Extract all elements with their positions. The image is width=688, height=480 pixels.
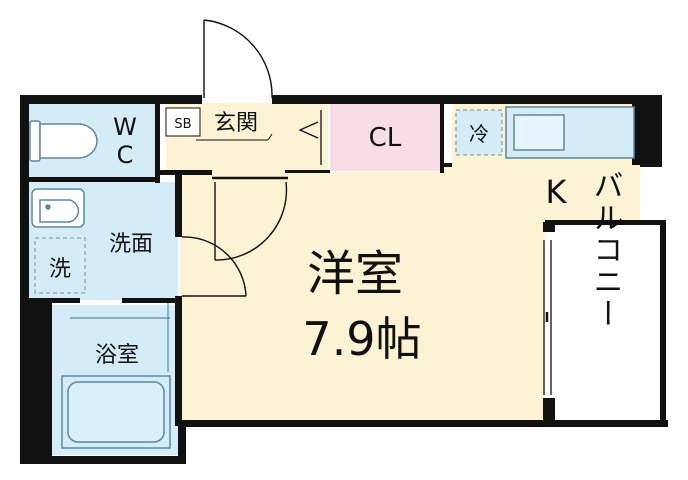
wc-label-c: C: [117, 141, 134, 169]
washroom-door: [181, 236, 247, 297]
closet-door: [298, 110, 322, 165]
balcony-sliding-door: [543, 240, 552, 395]
western-room-name: 洋室: [307, 246, 403, 302]
fridge-label: 冷: [469, 122, 489, 146]
shoe-box-label: SB: [174, 117, 191, 132]
wc-label-w: W: [113, 113, 137, 141]
bath-door: [70, 303, 170, 372]
kitchen-counter: [505, 106, 635, 159]
washer-space: [34, 237, 86, 294]
closet-floor: [330, 103, 442, 171]
closet-label: CL: [369, 123, 402, 153]
fridge-space: [455, 109, 503, 156]
bathtub: [61, 375, 171, 449]
shoe-box: [165, 107, 201, 137]
western-room-floor: [180, 163, 640, 420]
balcony-floor: [555, 225, 660, 420]
bath-label: 浴室: [95, 343, 139, 368]
entrance-step-2: [267, 133, 273, 141]
walls: [20, 95, 668, 464]
kitchen-label: K: [546, 173, 568, 211]
washroom-label: 洗面: [109, 232, 153, 257]
balcony-label: バルコニー: [588, 170, 623, 330]
washer-label: 洗: [49, 257, 71, 282]
wash-basin: [31, 188, 85, 228]
entrance-label: 玄関: [214, 111, 258, 136]
front-door: [203, 19, 273, 99]
western-room-size: 7.9帖: [302, 312, 421, 366]
toilet: [29, 120, 98, 162]
